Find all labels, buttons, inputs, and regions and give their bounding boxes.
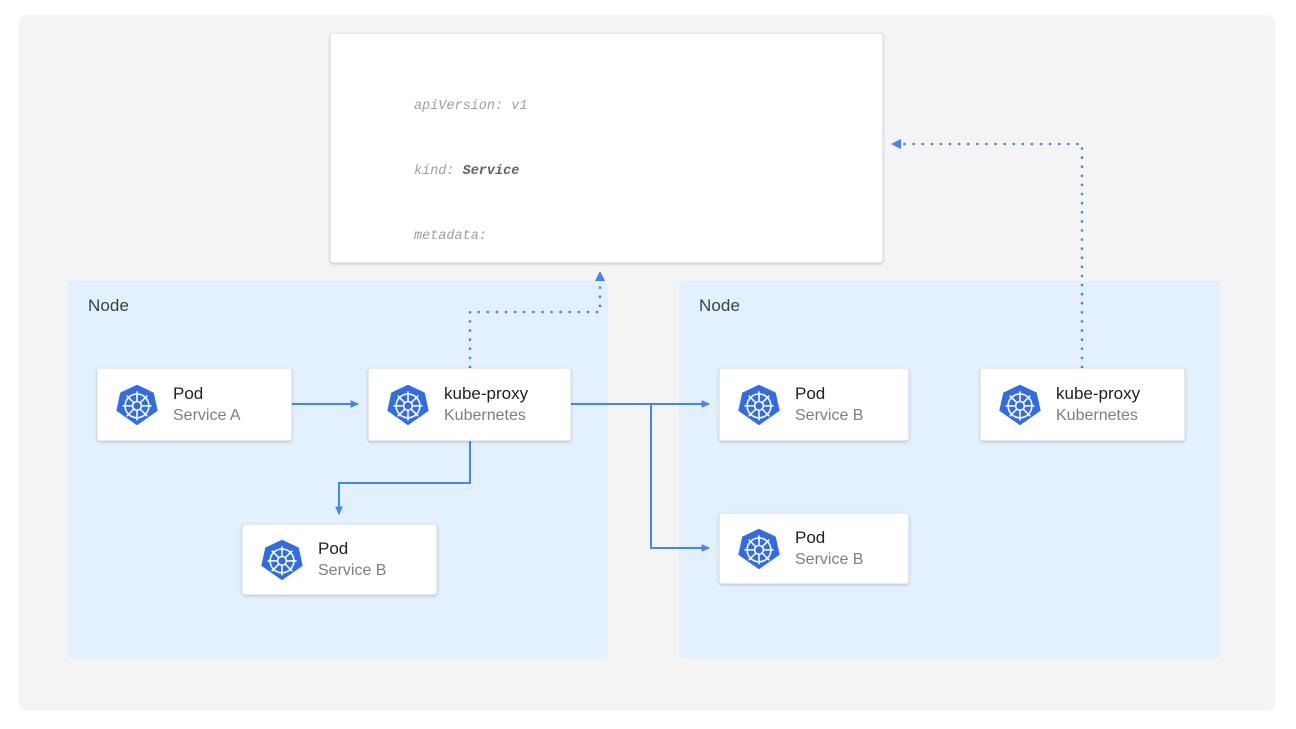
kube-proxy-subtitle: Kubernetes [1056,406,1138,424]
pod-box-text: Pod Service B [795,383,863,425]
kubernetes-icon [999,384,1041,425]
kubernetes-icon [116,384,158,425]
node-label-left: Node [88,296,130,315]
pod-title: Pod [173,384,204,404]
kube-proxy-box-text: kube-proxy Kubernetes [1056,383,1140,425]
pod-subtitle: Service A [173,406,241,424]
kube-proxy-title: kube-proxy [444,384,529,404]
pod-title: Pod [318,539,349,559]
pod-subtitle: Service B [795,406,864,424]
kube-proxy-box-text: kube-proxy Kubernetes [444,383,528,425]
yaml-line-kind: kind: Service [414,161,746,183]
pod-box-service-b-remote-top[interactable]: Pod Service B [719,368,909,441]
kubernetes-icon [261,539,303,580]
kube-proxy-box-right[interactable]: kube-proxy Kubernetes [980,368,1185,441]
node-group-left: Node [68,281,608,658]
pod-box-service-b-remote-bottom[interactable]: Pod Service B [719,513,909,584]
pod-box-service-b-local[interactable]: Pod Service B [242,524,437,595]
kubernetes-icon [387,384,429,425]
pod-subtitle: Service B [318,561,387,579]
pod-title: Pod [795,384,826,404]
kube-proxy-title: kube-proxy [1056,384,1141,404]
kube-proxy-subtitle: Kubernetes [444,406,526,424]
yaml-line-metadata: metadata: [414,228,487,244]
kubernetes-icon [738,384,780,425]
pod-box-text: Pod Service A [173,383,241,425]
service-manifest-code: apiVersion: v1 kind: Service metadata: n… [414,53,746,262]
yaml-line-apiversion: apiVersion: v1 [414,99,528,115]
pod-title: Pod [795,528,826,548]
node-label-right: Node [699,296,741,315]
pod-box-service-a[interactable]: Pod Service A [97,368,292,441]
yaml-kind-key: kind: [414,163,463,179]
yaml-kind-value: Service [462,163,520,179]
pod-box-text: Pod Service B [318,538,386,580]
node-group-right: Node [679,281,1220,658]
pod-subtitle: Service B [795,550,864,568]
kubernetes-icon [738,528,780,569]
pod-box-text: Pod Service B [795,527,863,569]
service-manifest-panel: apiVersion: v1 kind: Service metadata: n… [330,33,883,263]
kube-proxy-box-left[interactable]: kube-proxy Kubernetes [368,368,571,441]
